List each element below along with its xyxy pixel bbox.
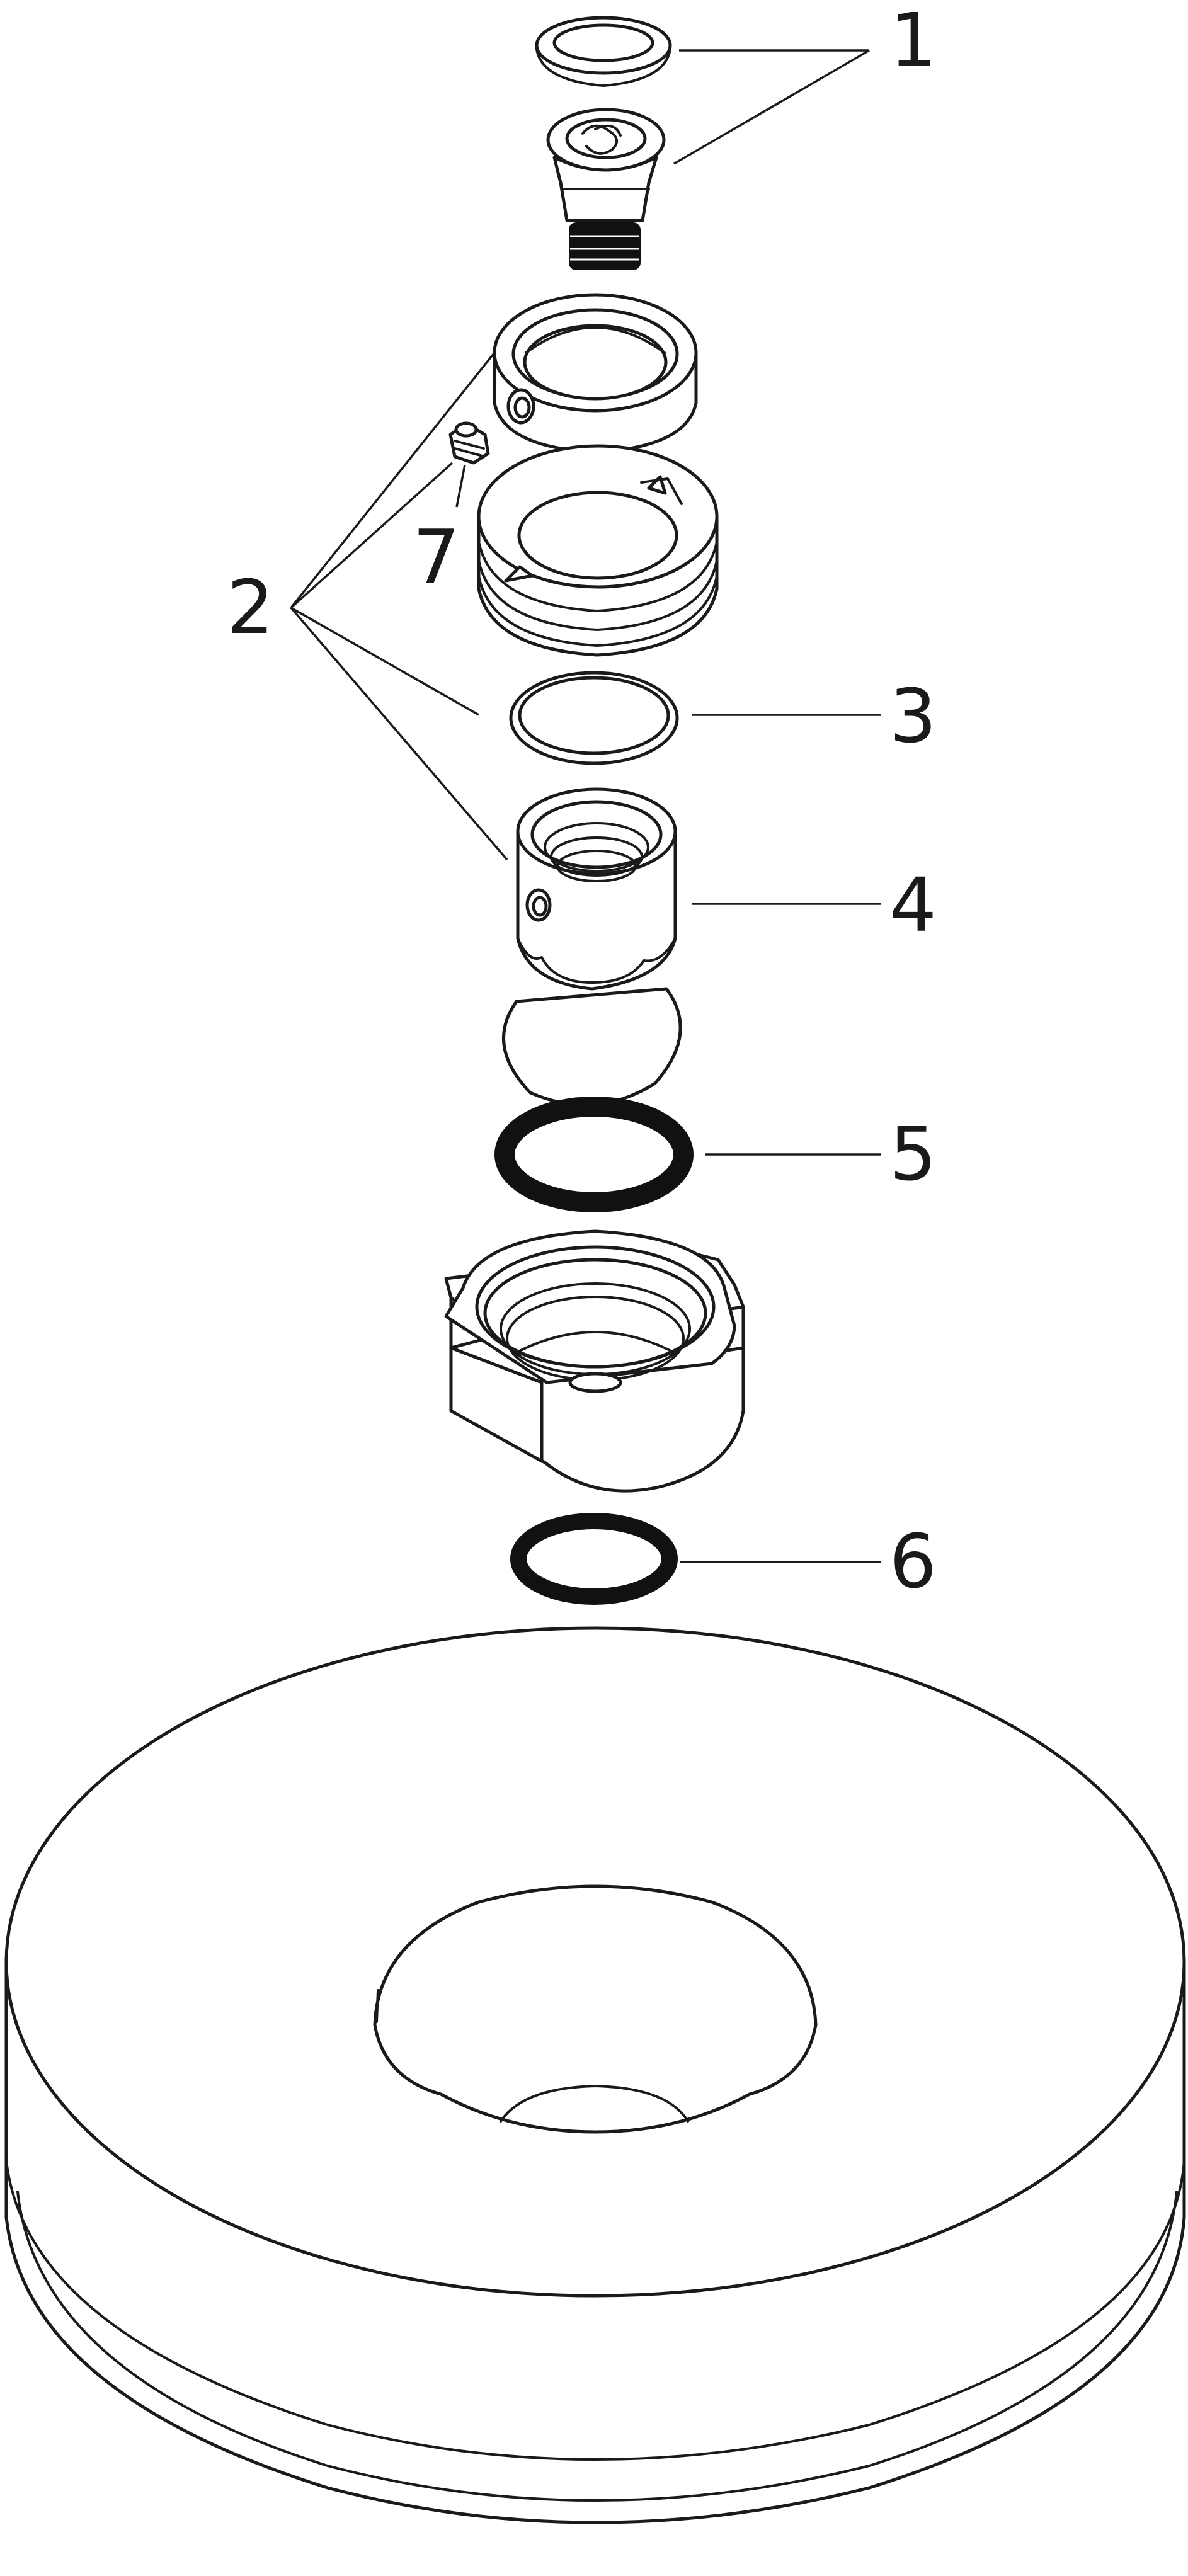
callout-7-label: 7 <box>413 513 460 600</box>
part-2-sleeve-ring <box>493 293 698 454</box>
part-2-threaded-nut <box>477 444 719 657</box>
callout-4-label: 4 <box>889 862 937 949</box>
part-5-oring <box>494 1097 694 1212</box>
part-1-oring <box>535 16 672 87</box>
callout-6-label: 6 <box>889 1518 937 1605</box>
callout-2-label: 2 <box>227 564 274 651</box>
part-1-insert <box>546 108 666 270</box>
part-4-ball-joint <box>502 787 682 1107</box>
callout-5-label: 5 <box>889 1110 937 1197</box>
base-escutcheon <box>4 1626 1186 2524</box>
hex-union-nut <box>444 1229 745 1493</box>
callout-3-label: 3 <box>889 673 937 760</box>
callout-1-label: 1 <box>889 0 937 84</box>
part-7-set-screw <box>448 421 490 465</box>
part-6-oring <box>510 1513 678 1605</box>
part-3-oring <box>509 671 679 765</box>
leader-lines <box>290 49 881 1563</box>
